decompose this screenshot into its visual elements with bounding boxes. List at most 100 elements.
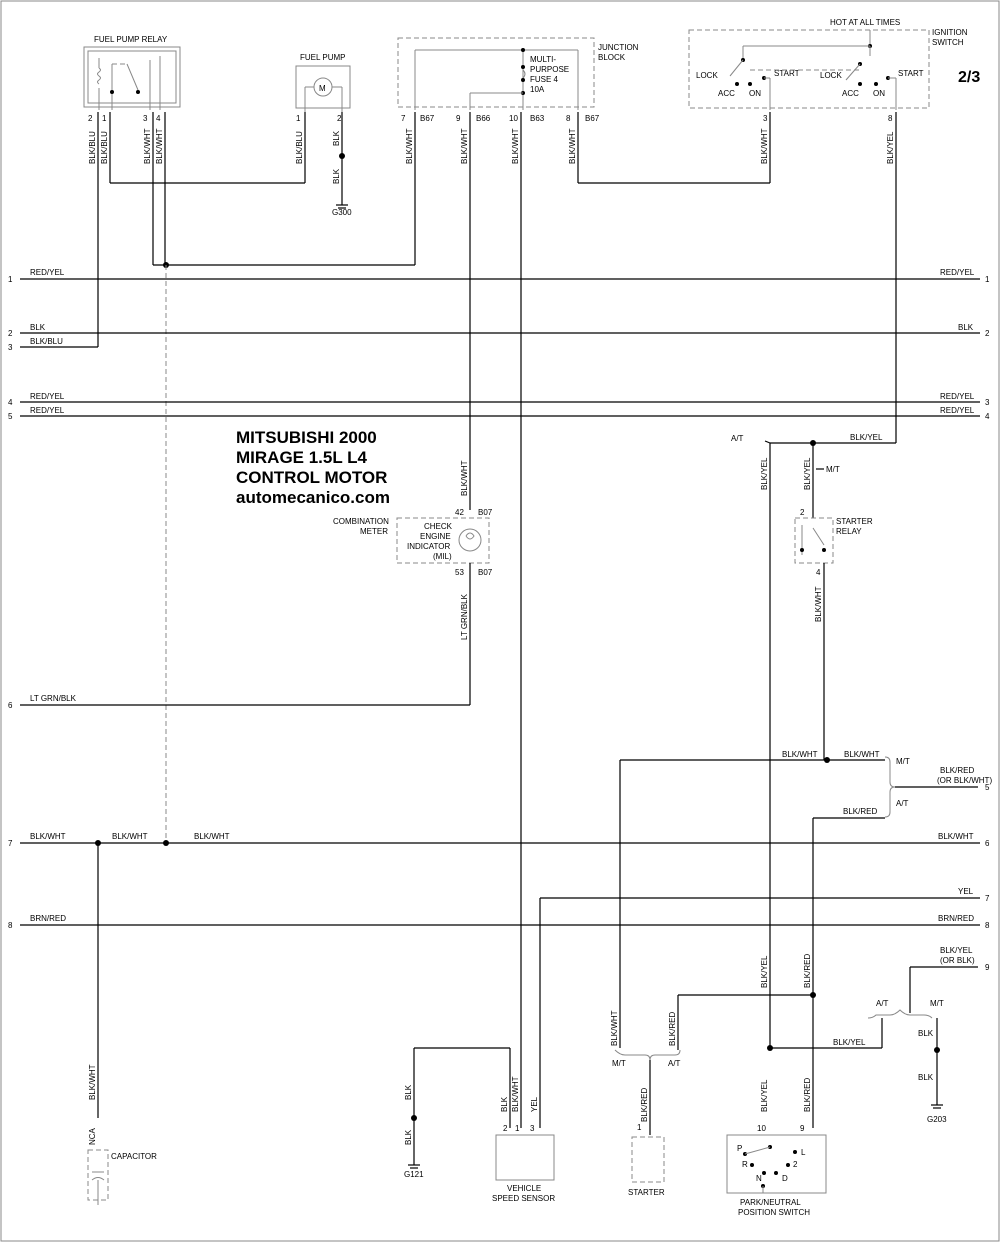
svg-text:YEL: YEL bbox=[958, 887, 974, 896]
svg-text:CHECK: CHECK bbox=[424, 522, 453, 531]
svg-text:BLK: BLK bbox=[332, 168, 341, 184]
svg-text:BLK/RED: BLK/RED bbox=[803, 1078, 812, 1112]
svg-text:(MIL): (MIL) bbox=[433, 552, 452, 561]
starter-relay-switch-icon bbox=[812, 527, 825, 546]
park-neutral-switch-box bbox=[726, 1134, 827, 1194]
ignition-switch: HOT AT ALL TIMES IGNITION SWITCH LOCK ST… bbox=[688, 18, 968, 123]
svg-text:LOCK: LOCK bbox=[820, 71, 842, 80]
svg-text:BLK: BLK bbox=[918, 1029, 934, 1038]
svg-text:4: 4 bbox=[8, 398, 13, 407]
svg-text:BLK: BLK bbox=[958, 323, 974, 332]
svg-text:BLK/BLU: BLK/BLU bbox=[88, 131, 97, 164]
svg-text:7: 7 bbox=[8, 839, 13, 848]
svg-text:3: 3 bbox=[8, 343, 13, 352]
svg-text:INDICATOR: INDICATOR bbox=[407, 542, 450, 551]
svg-text:RED/YEL: RED/YEL bbox=[940, 268, 975, 277]
svg-text:42: 42 bbox=[455, 508, 464, 517]
combination-meter: COMBINATION METER CHECK ENGINE INDICATOR… bbox=[333, 508, 493, 577]
svg-text:2: 2 bbox=[793, 1160, 798, 1169]
svg-text:BLK/BLU: BLK/BLU bbox=[295, 131, 304, 164]
combination-meter-box bbox=[396, 517, 490, 564]
starter-relay: STARTER RELAY 2 4 bbox=[794, 508, 873, 577]
svg-text:5: 5 bbox=[985, 783, 990, 792]
vehicle-speed-sensor: 2 1 3 VEHICLE SPEED SENSOR bbox=[492, 1124, 555, 1203]
svg-text:BLK/WHT: BLK/WHT bbox=[194, 832, 230, 841]
svg-text:FUSE 4: FUSE 4 bbox=[530, 75, 559, 84]
fuel-pump-relay-label: FUEL PUMP RELAY bbox=[94, 35, 168, 44]
ign-switch-blade-1 bbox=[729, 59, 744, 77]
svg-text:BLK/YEL: BLK/YEL bbox=[760, 457, 769, 490]
svg-text:BLK: BLK bbox=[332, 130, 341, 146]
svg-text:LT GRN/BLK: LT GRN/BLK bbox=[30, 694, 77, 703]
svg-text:BLK/WHT: BLK/WHT bbox=[760, 128, 769, 164]
svg-text:NCA: NCA bbox=[88, 1127, 97, 1145]
fuel-pump: FUEL PUMP M 1 2 bbox=[295, 53, 351, 123]
svg-text:BLOCK: BLOCK bbox=[598, 53, 626, 62]
starter-box bbox=[631, 1136, 665, 1183]
relay-coil-icon bbox=[97, 67, 101, 85]
svg-text:1: 1 bbox=[8, 275, 13, 284]
svg-text:D: D bbox=[782, 1174, 788, 1183]
svg-text:BLK/YEL: BLK/YEL bbox=[833, 1038, 866, 1047]
starter-relay-box bbox=[794, 517, 834, 564]
svg-text:B07: B07 bbox=[478, 508, 493, 517]
page-number: 2/3 bbox=[958, 69, 980, 86]
svg-text:MULTI-: MULTI- bbox=[530, 55, 556, 64]
svg-text:53: 53 bbox=[455, 568, 464, 577]
svg-text:SWITCH: SWITCH bbox=[932, 38, 964, 47]
svg-text:IGNITION: IGNITION bbox=[932, 28, 968, 37]
svg-text:B63: B63 bbox=[530, 114, 545, 123]
vehicle-speed-sensor-box bbox=[495, 1134, 555, 1181]
svg-text:BLK/WHT: BLK/WHT bbox=[782, 750, 818, 759]
svg-text:6: 6 bbox=[8, 701, 13, 710]
svg-text:A/T: A/T bbox=[876, 999, 889, 1008]
svg-text:1: 1 bbox=[296, 114, 301, 123]
capacitor: CAPACITOR bbox=[87, 1149, 157, 1205]
relay-switch-icon bbox=[126, 63, 139, 91]
svg-text:BLK/WHT: BLK/WHT bbox=[112, 832, 148, 841]
svg-text:3: 3 bbox=[985, 398, 990, 407]
svg-text:2: 2 bbox=[800, 508, 805, 517]
svg-text:G300: G300 bbox=[332, 208, 352, 217]
svg-text:START: START bbox=[898, 69, 924, 78]
title-block: MITSUBISHI 2000 MIRAGE 1.5L L4 CONTROL M… bbox=[236, 428, 390, 507]
svg-text:7: 7 bbox=[401, 114, 406, 123]
svg-text:BLK: BLK bbox=[404, 1084, 413, 1100]
svg-text:RED/YEL: RED/YEL bbox=[940, 406, 975, 415]
svg-text:PARK/NEUTRAL: PARK/NEUTRAL bbox=[740, 1198, 801, 1207]
svg-text:BLK: BLK bbox=[30, 323, 46, 332]
svg-text:BLK/WHT: BLK/WHT bbox=[155, 128, 164, 164]
svg-text:BLK/RED: BLK/RED bbox=[803, 954, 812, 988]
svg-text:R: R bbox=[742, 1160, 748, 1169]
bus-rows: 1 RED/YEL RED/YEL 1 2 BLK BLK 2 3 BLK/BL… bbox=[8, 268, 990, 972]
ignition-switch-box bbox=[688, 29, 930, 109]
svg-text:BLK/WHT: BLK/WHT bbox=[460, 460, 469, 496]
svg-text:3: 3 bbox=[530, 1124, 535, 1133]
svg-text:6: 6 bbox=[985, 839, 990, 848]
svg-text:1: 1 bbox=[102, 114, 107, 123]
svg-text:M/T: M/T bbox=[930, 999, 944, 1008]
svg-text:A/T: A/T bbox=[668, 1059, 681, 1068]
title-line-3: CONTROL MOTOR bbox=[236, 468, 387, 487]
svg-text:8: 8 bbox=[8, 921, 13, 930]
pnp-switch-blade bbox=[744, 1146, 771, 1155]
svg-text:POSITION SWITCH: POSITION SWITCH bbox=[738, 1208, 810, 1217]
svg-text:M: M bbox=[319, 84, 326, 93]
svg-text:G121: G121 bbox=[404, 1170, 424, 1179]
fuse-icon bbox=[522, 69, 526, 79]
svg-text:8: 8 bbox=[985, 921, 990, 930]
svg-text:BLK/YEL: BLK/YEL bbox=[803, 457, 812, 490]
svg-text:RED/YEL: RED/YEL bbox=[940, 392, 975, 401]
svg-text:2: 2 bbox=[8, 329, 13, 338]
fuel-pump-relay-box bbox=[83, 46, 181, 108]
svg-text:BLK/WHT: BLK/WHT bbox=[88, 1064, 97, 1100]
svg-text:BLK/WHT: BLK/WHT bbox=[460, 128, 469, 164]
svg-text:RED/YEL: RED/YEL bbox=[30, 268, 65, 277]
svg-text:BLK/YEL: BLK/YEL bbox=[850, 433, 883, 442]
svg-text:2: 2 bbox=[985, 329, 990, 338]
svg-text:P: P bbox=[737, 1144, 742, 1153]
starter: 1 STARTER bbox=[628, 1123, 665, 1197]
title-line-4: automecanico.com bbox=[236, 488, 390, 507]
